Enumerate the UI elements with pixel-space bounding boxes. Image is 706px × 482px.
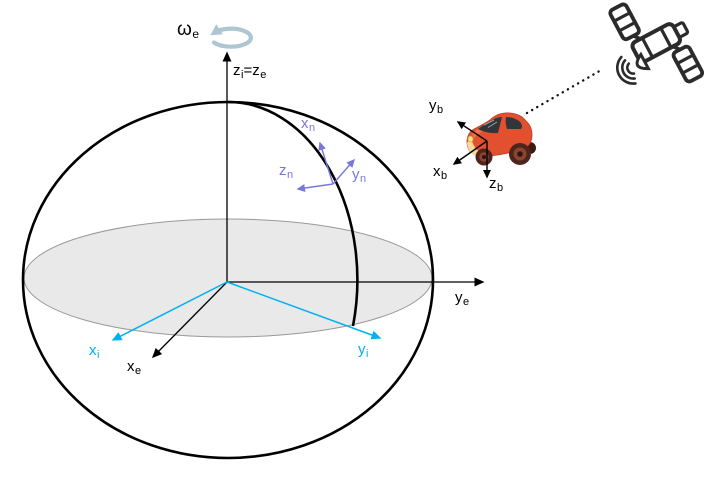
car-rear-hub [517, 151, 523, 157]
xn-sub: n [309, 122, 316, 134]
xi-label: xi [89, 342, 100, 361]
car-side-window [505, 117, 522, 129]
satellite-icon [608, 2, 705, 85]
xe-label: xe [127, 358, 142, 377]
xb-base: x [433, 163, 441, 180]
zn-label: zn [279, 162, 294, 181]
satellite-panel-cells [676, 53, 700, 75]
omega-e-label: ωe [177, 19, 200, 41]
satellite-dish [635, 51, 651, 71]
xe-sub: e [135, 365, 142, 377]
signal-wave-icon [626, 62, 636, 75]
ye-base: y [455, 289, 463, 306]
satellite-body [630, 22, 682, 64]
nav-yn-arrow [332, 158, 355, 185]
satellite-signal-line [525, 67, 605, 115]
xi-base: x [89, 342, 97, 359]
signal-wave-icon [620, 59, 637, 80]
yi-sub: i [366, 348, 369, 360]
yn-base: y [352, 166, 360, 183]
ye-sub: e [463, 296, 470, 308]
car-icon [466, 112, 536, 166]
satellite-panel-cells [613, 11, 636, 33]
nav-xn-arrow [318, 141, 334, 185]
omega-subscript: e [192, 27, 200, 41]
zb-base: z [489, 175, 497, 192]
xi-sub: i [97, 349, 100, 361]
zi-equals-ze-label: zi=ze [233, 62, 267, 81]
z-axis-label-part: =z [243, 62, 260, 79]
xn-label: xn [301, 115, 316, 134]
equatorial-plane [23, 218, 433, 338]
yi-label: yi [358, 341, 369, 360]
body-frame-arrows [452, 121, 491, 179]
yn-label: yn [352, 166, 367, 185]
car-windshield-glare [483, 119, 498, 128]
body-yb-arrow [456, 121, 488, 142]
yn-sub: n [360, 173, 367, 185]
omega-symbol: ω [177, 19, 192, 40]
satellite-solar-panel [608, 2, 641, 42]
zb-sub: b [497, 182, 504, 194]
satellite-solar-panel [671, 44, 705, 84]
yb-sub: b [437, 104, 444, 116]
xi-axis-arrow [111, 281, 228, 341]
car-windshield [478, 117, 502, 134]
meridian-arc [227, 100, 359, 327]
ye-label: ye [455, 289, 470, 308]
z-axis-label-part: z [233, 62, 241, 79]
car-headlight [467, 135, 474, 143]
z-axis-label-sub: i [241, 69, 244, 81]
xb-label: xb [433, 163, 448, 182]
z-axis-label-sub: e [260, 69, 267, 81]
body-xb-arrow [452, 140, 488, 165]
signal-wave-icon [616, 55, 637, 85]
satellite-body-bands [640, 27, 673, 59]
car-front-hub [482, 155, 486, 159]
zn-base: z [279, 162, 287, 179]
xn-base: x [301, 115, 309, 132]
xe-base: x [127, 358, 135, 375]
zb-label: zb [489, 175, 504, 194]
yb-label: yb [429, 97, 444, 116]
xe-axis-arrow [151, 281, 228, 359]
yb-base: y [429, 97, 437, 114]
nav-zn-arrow [296, 183, 334, 192]
zn-sub: n [287, 169, 294, 181]
earth-rotation-arrow [210, 24, 253, 49]
navigation-frame-arrows [296, 141, 355, 192]
yi-base: y [358, 341, 366, 358]
xb-sub: b [441, 170, 448, 182]
yi-axis-arrow [226, 281, 382, 340]
